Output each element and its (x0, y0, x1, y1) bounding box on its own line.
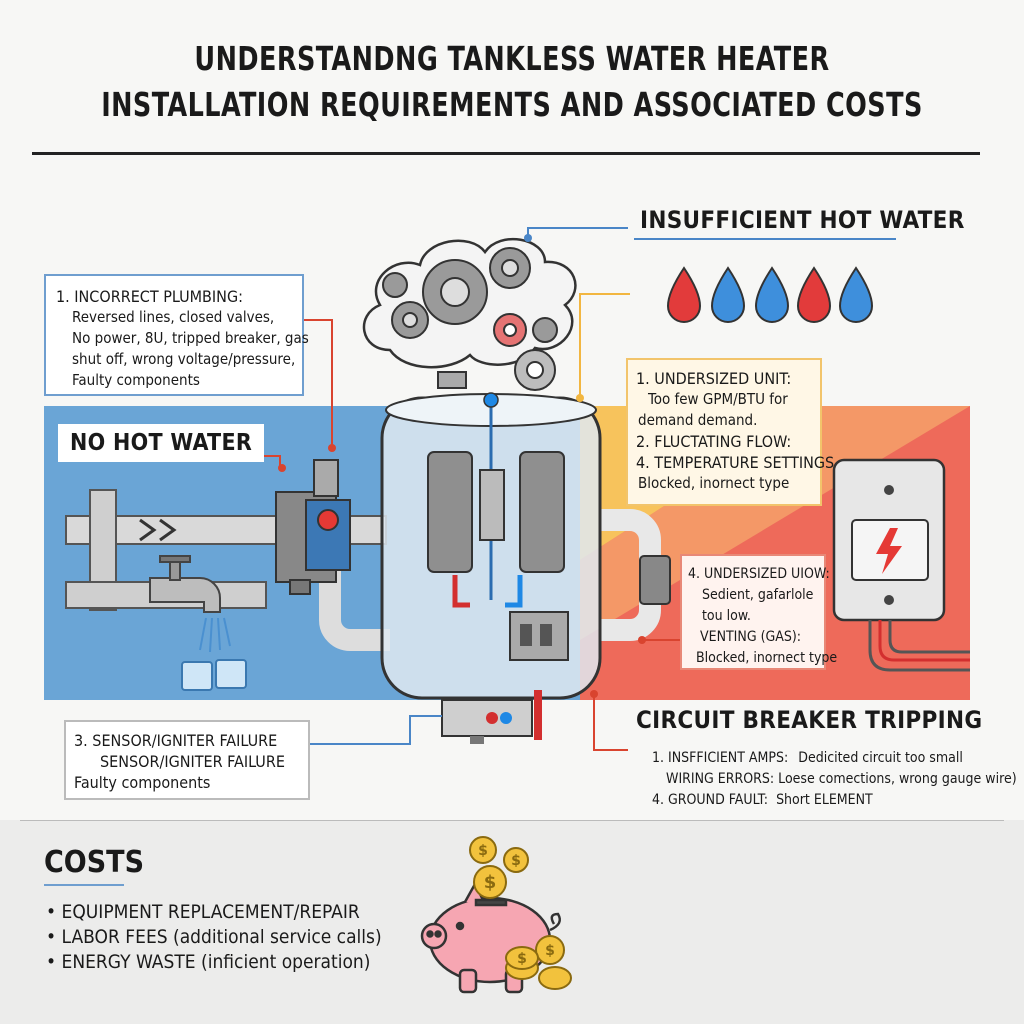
undersized-unit-line: 4. TEMPERATURE SETTINGS (636, 453, 835, 472)
costs-divider (20, 820, 1004, 821)
undersized-unit-line: Too few GPM/BTU for (648, 390, 788, 408)
sensor-failure-box: 3. SENSOR/IGNITER FAILURE SENSOR/IGNITER… (64, 720, 310, 800)
water-drop-icon (796, 266, 832, 323)
insufficient-underline (634, 238, 896, 240)
breaker-item-3-text: Short ELEMENT (776, 792, 873, 808)
breaker-item-1: 1. INSFFICIENT AMPS: Dedicited circuit t… (652, 748, 963, 769)
undersized-unit-line: 2. FLUCTATING FLOW: (636, 432, 792, 451)
breaker-item-3: 4. GROUND FAULT: Short ELEMENT (652, 790, 873, 811)
costs-underline (44, 884, 124, 886)
cost-item-bold: LABOR FEES (61, 926, 168, 948)
ice-cube-icon (181, 659, 247, 691)
svg-text:$: $ (517, 951, 527, 967)
undersized-unit-line: demand demand. (638, 411, 758, 429)
svg-text:$: $ (478, 843, 488, 859)
water-drop-icon (666, 266, 702, 323)
water-drop-icon (710, 266, 746, 323)
title-divider (32, 152, 980, 155)
undersized-flow-line: VENTING (GAS): (700, 629, 802, 645)
gears-cloud-icon (362, 237, 577, 391)
water-drop-icon (838, 266, 874, 323)
insufficient-hot-water-heading: INSUFFICIENT HOT WATER (640, 206, 965, 234)
undersized-flow-box: 4. UNDERSIZED UIOW: Sedient, gafarlole t… (680, 554, 838, 670)
faucet-icon (149, 555, 231, 653)
breaker-item-3-label: 4. GROUND FAULT: (652, 792, 769, 808)
water-drops (666, 266, 874, 323)
callout-lines (210, 227, 680, 751)
water-heater-tank (380, 392, 602, 744)
undersized-flow-line: tou low. (702, 608, 751, 624)
page-title: UNDERSTANDNG TANKLESS WATER HEATER INSTA… (0, 36, 1024, 128)
costs-heading: COSTS (44, 845, 145, 880)
svg-text:$: $ (511, 853, 521, 869)
sensor-failure-line: Faulty components (74, 773, 211, 792)
water-drop-icon (754, 266, 790, 323)
cost-item-note: (inficient operation) (201, 951, 371, 973)
title-line-2: INSTALLATION REQUIREMENTS AND ASSOCIATED… (101, 85, 923, 124)
breaker-item-1-label: 1. INSFFICIENT AMPS: (652, 750, 789, 766)
valve-assembly (275, 459, 351, 595)
undersized-unit-line: Blocked, inornect type (638, 474, 790, 492)
cost-item-bold: ENERGY WASTE (61, 951, 196, 973)
undersized-unit-line: 1. UNDERSIZED UNIT: (636, 369, 792, 388)
electrical-panel-icon (832, 458, 970, 672)
incorrect-plumbing-line: Faulty components (72, 371, 200, 389)
incorrect-plumbing-box: 1. INCORRECT PLUMBING: Reversed lines, c… (44, 274, 309, 396)
undersized-flow-line: Sedient, gafarlole (702, 587, 814, 603)
dollar-coin-icon (469, 836, 572, 990)
breaker-item-2: WIRING ERRORS: Loese comections, wrong g… (666, 769, 1017, 790)
piggy-bank-icon: $ $ $ $ $ (420, 836, 572, 994)
incorrect-plumbing-line: shut off, wrong voltage/pressure, (72, 350, 296, 368)
circuit-breaker-heading: CIRCUIT BREAKER TRIPPING (636, 706, 983, 734)
water-heater-illustration (44, 227, 970, 751)
no-hot-water-label: NO HOT WATER (58, 424, 265, 462)
cost-item: • ENERGY WASTE (inficient operation) (46, 951, 371, 973)
lightning-icon (876, 528, 902, 574)
incorrect-plumbing-line: Reversed lines, closed valves, (72, 308, 275, 326)
undersized-flow-line: Blocked, inornect type (696, 650, 838, 666)
incorrect-plumbing-heading: 1. INCORRECT PLUMBING: (56, 287, 243, 306)
breaker-item-2-text: Loese comections, wrong gauge wire) (778, 771, 1017, 787)
outlet-valve (639, 555, 671, 605)
cost-item: • EQUIPMENT REPLACEMENT/REPAIR (46, 901, 360, 923)
cost-item-note: (additional service calls) (173, 926, 382, 948)
cost-item: • LABOR FEES (additional service calls) (46, 926, 382, 948)
cost-item-bold: EQUIPMENT REPLACEMENT/REPAIR (61, 901, 360, 923)
sensor-failure-line: 3. SENSOR/IGNITER FAILURE (74, 731, 278, 750)
breaker-item-1-text: Dedicited circuit too small (798, 750, 963, 766)
title-line-1: UNDERSTANDNG TANKLESS WATER HEATER (194, 39, 830, 78)
breaker-item-2-label: WIRING ERRORS: (666, 771, 775, 787)
undersized-unit-box: 1. UNDERSIZED UNIT: Too few GPM/BTU for … (626, 358, 835, 506)
undersized-flow-line: 4. UNDERSIZED UIOW: (688, 566, 830, 582)
svg-text:$: $ (484, 872, 497, 893)
svg-text:$: $ (545, 943, 555, 959)
incorrect-plumbing-line: No power, 8U, tripped breaker, gas (72, 329, 309, 347)
sensor-failure-line: SENSOR/IGNITER FAILURE (100, 752, 285, 771)
